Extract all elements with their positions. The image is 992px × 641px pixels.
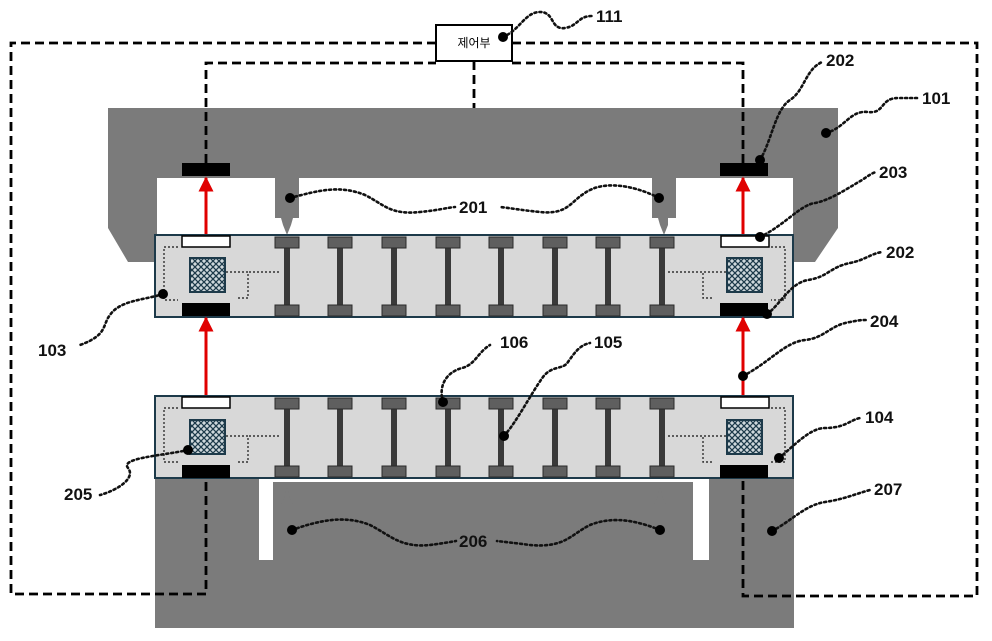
label-202-plate: 202 bbox=[886, 243, 914, 262]
sensor-upper-plate-right bbox=[720, 303, 768, 316]
leader-lines bbox=[78, 10, 919, 547]
sensor-lower-plate-left bbox=[182, 465, 230, 478]
upper-plate-pins bbox=[274, 236, 675, 317]
sensor-upper-mold-right bbox=[720, 163, 768, 176]
label-104: 104 bbox=[865, 408, 894, 427]
sensor-lower-plate-right bbox=[720, 465, 768, 478]
controller-label: 제어부 bbox=[457, 36, 490, 50]
label-203: 203 bbox=[879, 163, 907, 182]
upper-plate bbox=[154, 234, 794, 318]
label-101: 101 bbox=[922, 89, 950, 108]
lower-plate bbox=[154, 395, 794, 479]
lower-mold bbox=[155, 478, 794, 628]
lower-pin-1 bbox=[274, 397, 300, 478]
leader-dots bbox=[158, 32, 831, 536]
heater-module-upper-right bbox=[726, 257, 763, 293]
lower-pin-8 bbox=[649, 397, 675, 478]
label-111: 111 bbox=[596, 7, 623, 26]
lower-pin-3 bbox=[381, 397, 407, 478]
controller-box bbox=[435, 24, 513, 62]
label-207: 207 bbox=[874, 480, 902, 499]
emitter-lower-right bbox=[720, 396, 770, 409]
upper-pin-3 bbox=[381, 236, 407, 317]
upper-pin-2 bbox=[327, 236, 353, 317]
internal-wiring bbox=[163, 246, 786, 463]
sensor-upper-mold-left bbox=[182, 163, 230, 176]
label-204: 204 bbox=[870, 312, 899, 331]
upper-mold bbox=[108, 108, 838, 262]
label-103: 103 bbox=[38, 341, 66, 360]
lower-pin-6 bbox=[542, 397, 568, 478]
signal-arrows bbox=[198, 176, 751, 395]
label-201: 201 bbox=[459, 198, 487, 217]
sensor-upper-plate-left bbox=[182, 303, 230, 316]
heater-module-upper-left bbox=[189, 257, 226, 293]
emitter-lower-left bbox=[181, 396, 231, 409]
upper-pin-5 bbox=[488, 236, 514, 317]
label-206: 206 bbox=[459, 532, 487, 551]
upper-pin-4 bbox=[435, 236, 461, 317]
lower-pin-2 bbox=[327, 397, 353, 478]
lower-pin-4 bbox=[435, 397, 461, 478]
heater-module-lower-right bbox=[726, 419, 763, 455]
label-205: 205 bbox=[64, 485, 92, 504]
upper-pin-8 bbox=[649, 236, 675, 317]
control-wiring bbox=[9, 41, 979, 598]
heater-module-lower-left bbox=[189, 419, 226, 455]
emitter-upper-right bbox=[720, 235, 770, 248]
emitter-upper-left bbox=[181, 235, 231, 248]
upper-pin-6 bbox=[542, 236, 568, 317]
upper-pin-7 bbox=[595, 236, 621, 317]
upper-pin-1 bbox=[274, 236, 300, 317]
label-202-top: 202 bbox=[826, 51, 854, 70]
label-106: 106 bbox=[500, 333, 528, 352]
label-105: 105 bbox=[594, 333, 622, 352]
lower-pin-7 bbox=[595, 397, 621, 478]
